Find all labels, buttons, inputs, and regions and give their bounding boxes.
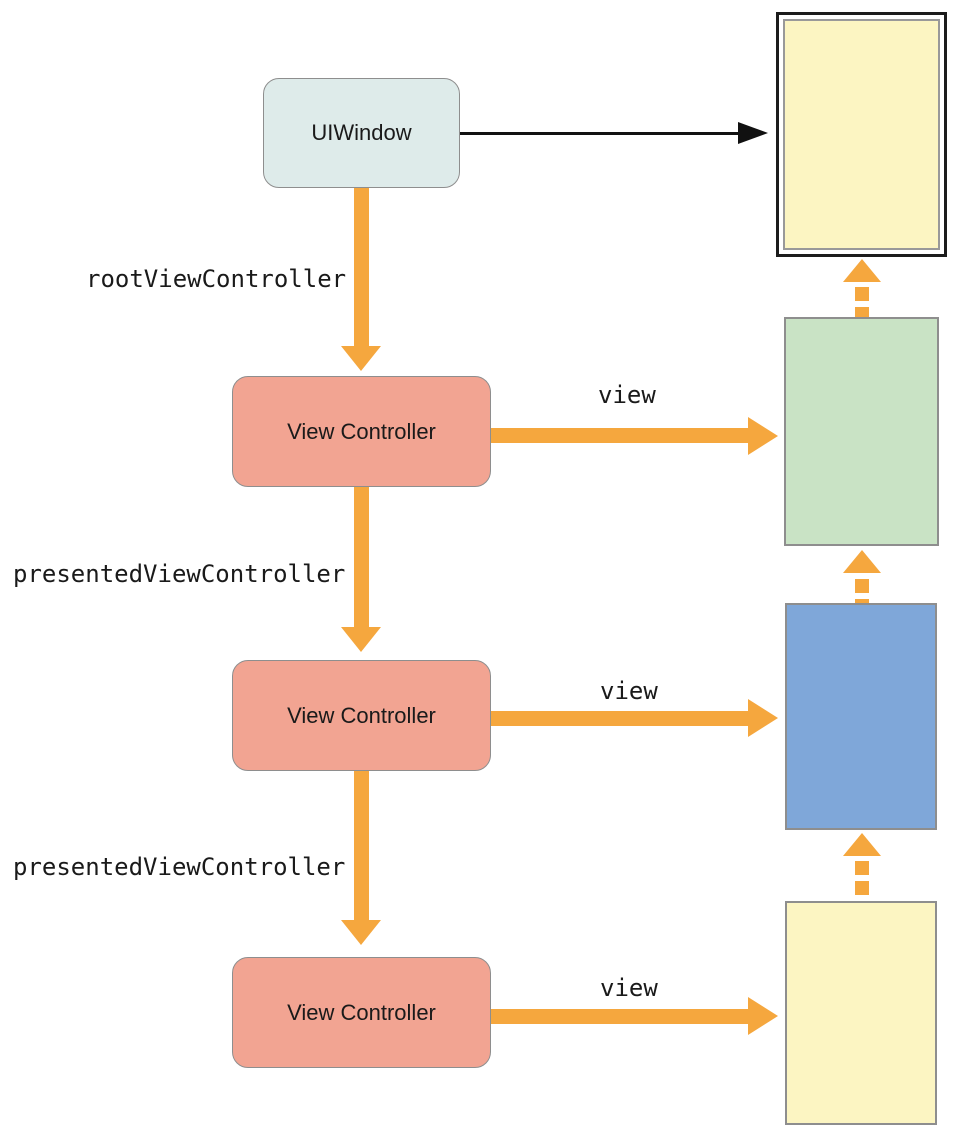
presented-controller-view-2-node: [785, 901, 937, 1125]
root-controller-view-node: [784, 317, 939, 546]
subview-dashed-arrow-2-head: [843, 550, 881, 573]
view-controller-label-2: View Controller: [287, 702, 436, 728]
presented-view-controller-label-2: presentedViewController: [13, 853, 346, 881]
root-view-controller-arrow-head: [341, 346, 381, 371]
subview-dashed-arrow-1-head: [843, 259, 881, 282]
view-arrow-1-head: [748, 417, 778, 455]
view-controller-label-3: View Controller: [287, 999, 436, 1025]
subview-dashed-arrow-2-stem: [855, 579, 869, 603]
subview-dashed-arrow-3-head: [843, 833, 881, 856]
root-view-controller-label: rootViewController: [86, 265, 347, 293]
subview-dashed-arrow-3-stem: [855, 861, 869, 901]
presented-view-controller-arrow-1-stem: [354, 487, 369, 627]
view-controller-node-3: View Controller: [232, 957, 491, 1068]
presented-view-controller-arrow-2-head: [341, 920, 381, 945]
view-controller-node-2: View Controller: [232, 660, 491, 771]
view-label-3: view: [600, 974, 658, 1002]
view-label-2: view: [600, 677, 658, 705]
window-content-view: [783, 19, 940, 250]
view-arrow-3-head: [748, 997, 778, 1035]
presented-view-controller-label-1: presentedViewController: [13, 560, 346, 588]
view-arrow-2-head: [748, 699, 778, 737]
view-label-1: view: [598, 381, 656, 409]
root-view-controller-arrow-stem: [354, 188, 369, 346]
uiwindow-label: UIWindow: [311, 120, 412, 145]
view-arrow-1-stem: [491, 428, 748, 443]
uiwindow-to-window-arrow-line: [460, 132, 740, 135]
presented-view-controller-arrow-2-stem: [354, 771, 369, 920]
view-controller-node-1: View Controller: [232, 376, 491, 487]
view-arrow-3-stem: [491, 1009, 748, 1024]
uiwindow-node: UIWindow: [263, 78, 460, 188]
presented-controller-view-1-node: [785, 603, 937, 830]
view-arrow-2-stem: [491, 711, 748, 726]
window-node: [776, 12, 947, 257]
uiwindow-to-window-arrow-head: [738, 122, 768, 144]
view-controller-label-1: View Controller: [287, 418, 436, 444]
subview-dashed-arrow-1-stem: [855, 287, 869, 317]
presented-view-controller-arrow-1-head: [341, 627, 381, 652]
